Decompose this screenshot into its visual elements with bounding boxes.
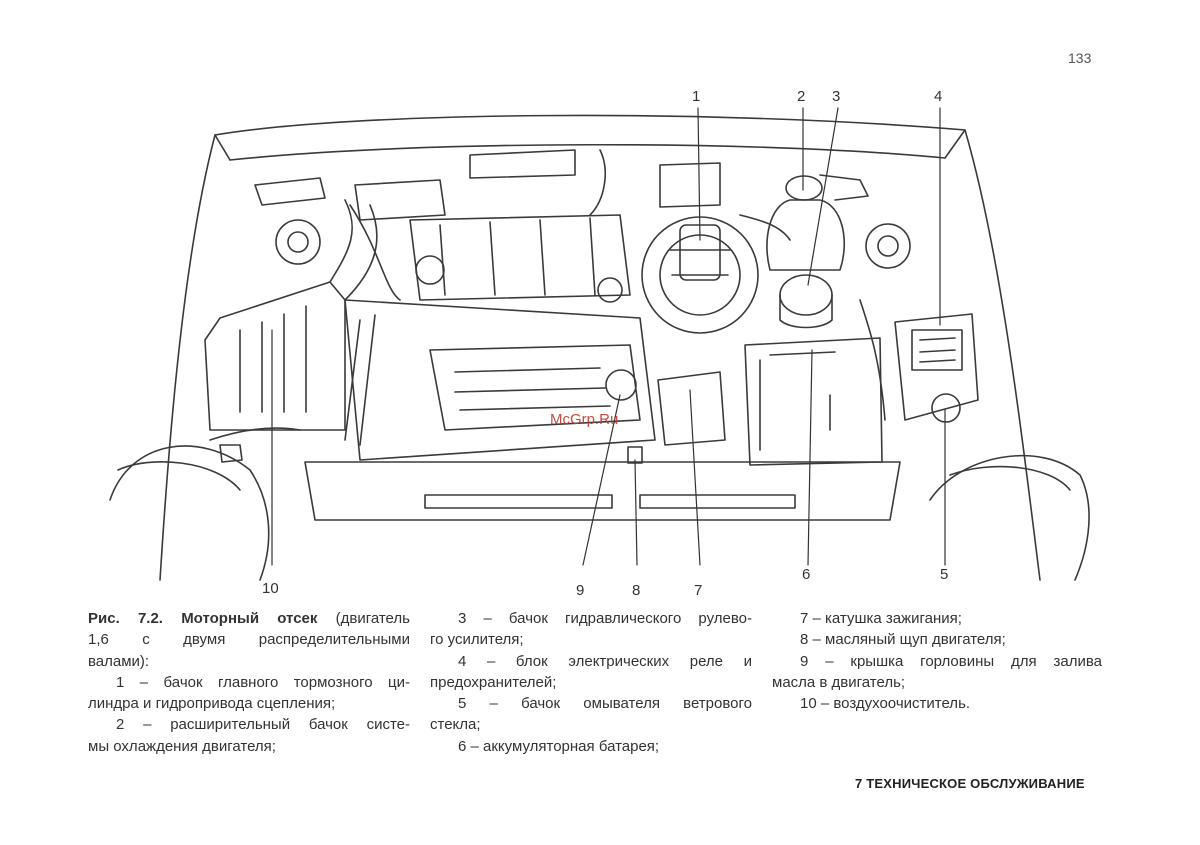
callout-4: 4 bbox=[934, 88, 943, 105]
caption-line: 1,6 с двумя распределительными bbox=[88, 631, 410, 649]
watermark-text: McGrp.Ru bbox=[550, 411, 619, 428]
callout-7: 7 bbox=[694, 582, 703, 599]
caption-column-3: 7 – катушка зажигания; 8 – масляный щуп … bbox=[772, 608, 1102, 714]
right-strut-top bbox=[865, 223, 911, 269]
legend-item-3: 3 – бачок гидравлического рулево- bbox=[458, 610, 752, 627]
callout-5: 5 bbox=[940, 566, 949, 583]
legend-item-2: 2 – расширительный бачок систе- bbox=[116, 716, 410, 734]
legend-item-9-cont: масла в двигатель; bbox=[772, 673, 906, 691]
coolant-tank bbox=[766, 199, 846, 271]
caption-lead-line: Рис. 7.2. Моторный отсек (двигатель bbox=[88, 610, 410, 627]
legend-item-4-cont: предохранителей; bbox=[430, 673, 557, 691]
battery bbox=[744, 337, 883, 466]
legend-item-5-cont: стекла; bbox=[430, 716, 481, 734]
page-number: 133 bbox=[1068, 50, 1092, 66]
ignition-coil bbox=[657, 371, 726, 446]
legend-item-6: 6 – аккумуляторная батарея; bbox=[458, 737, 660, 755]
hood-outline bbox=[159, 114, 1041, 581]
legend-item-8: 8 – масляный щуп двигателя; bbox=[800, 631, 1006, 649]
legend-item-1-cont: линдра и гидропривода сцепления; bbox=[88, 695, 336, 713]
callout-10: 10 bbox=[262, 580, 279, 597]
callout-9: 9 bbox=[576, 582, 585, 599]
valve-cover bbox=[344, 299, 656, 461]
legend-item-4: 4 – блок электрических реле и bbox=[458, 652, 752, 670]
power-steering-reservoir bbox=[779, 274, 833, 316]
callout-8: 8 bbox=[632, 582, 641, 599]
front-bumper bbox=[304, 461, 901, 521]
left-fender bbox=[109, 445, 270, 581]
callout-2: 2 bbox=[797, 88, 806, 105]
caption-column-1: Рис. 7.2. Моторный отсек (двигатель 1,6 … bbox=[88, 608, 410, 757]
left-strut-top bbox=[275, 219, 321, 265]
legend-item-1: 1 – бачок главного тормозного ци- bbox=[116, 673, 410, 691]
callout-leaders bbox=[271, 107, 946, 566]
legend-item-5: 5 – бачок омывателя ветрового bbox=[458, 695, 752, 713]
engine-compartment-drawing bbox=[109, 107, 1090, 581]
figure-title: Рис. 7.2. Моторный отсек bbox=[88, 610, 318, 627]
legend-item-2-cont: мы охлаждения двигателя; bbox=[88, 737, 276, 755]
legend-item-7: 7 – катушка зажигания; bbox=[800, 610, 962, 627]
legend-item-9: 9 – крышка горловины для залива bbox=[800, 652, 1102, 670]
caption-line: валами): bbox=[88, 652, 150, 670]
legend-item-10: 10 – воздухоочиститель. bbox=[800, 695, 971, 713]
legend-item-3-cont: го усилителя; bbox=[430, 631, 524, 649]
washer-reservoir-cap bbox=[931, 393, 961, 423]
section-title: 7 ТЕХНИЧЕСКОЕ ОБСЛУЖИВАНИЕ bbox=[855, 776, 1085, 791]
callout-3: 3 bbox=[832, 88, 841, 105]
caption-column-2: 3 – бачок гидравлического рулево- го уси… bbox=[430, 608, 752, 757]
air-cleaner bbox=[204, 281, 346, 431]
callout-6: 6 bbox=[802, 566, 811, 583]
callout-1: 1 bbox=[692, 88, 701, 105]
fuse-relay-box bbox=[894, 313, 979, 421]
oil-filler-cap bbox=[605, 369, 637, 401]
